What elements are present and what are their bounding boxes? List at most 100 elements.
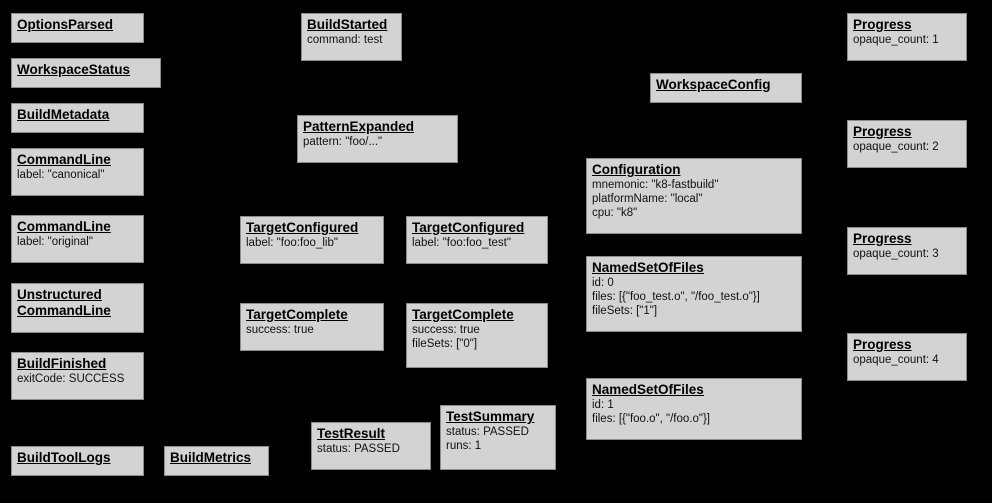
node-title: TargetComplete: [412, 307, 542, 323]
node-field: opaque_count: 1: [853, 34, 939, 46]
node-field: status: PASSED: [317, 443, 400, 455]
node-fields: label: "canonical": [17, 168, 138, 182]
node-field: label: "canonical": [17, 169, 105, 181]
node-fields: exitCode: SUCCESS: [17, 372, 138, 386]
node-title-line: BuildFinished: [17, 356, 107, 371]
node-title: TargetConfigured: [412, 220, 542, 236]
node-fields: mnemonic: "k8-fastbuild" platformName: "l…: [592, 178, 796, 220]
node-title: Progress: [853, 124, 961, 140]
node-fields: label: "original": [17, 235, 138, 249]
node-named-set-of-files-1[interactable]: NamedSetOfFiles id: 1 files: [{"foo.o", "/…: [586, 378, 802, 440]
node-title-line: BuildMetrics: [170, 450, 252, 465]
node-field: files: [{"foo.o", "/foo.o"}]: [592, 413, 710, 425]
node-title: TargetConfigured: [246, 220, 378, 236]
node-title: BuildToolLogs: [17, 450, 138, 466]
node-fields: status: PASSED: [317, 442, 425, 456]
node-build-tool-logs[interactable]: BuildToolLogs: [11, 446, 144, 476]
node-workspace-config[interactable]: WorkspaceConfig: [650, 73, 802, 103]
node-title-line: Progress: [853, 124, 912, 139]
node-build-metadata[interactable]: BuildMetadata: [11, 103, 144, 133]
node-field: success: true: [412, 324, 480, 336]
node-fields: opaque_count: 1: [853, 33, 961, 47]
node-field: files: [{"foo_test.o", "/foo_test.o"}]: [592, 291, 760, 303]
node-title-line: OptionsParsed: [17, 17, 114, 32]
node-title: BuildMetadata: [17, 107, 138, 123]
node-title: NamedSetOfFiles: [592, 260, 796, 276]
node-field: opaque_count: 4: [853, 354, 939, 366]
node-target-complete-foo-test[interactable]: TargetComplete success: true fileSets: ["0…: [406, 303, 548, 368]
node-field: runs: 1: [446, 440, 482, 452]
node-title: PatternExpanded: [303, 119, 452, 135]
node-title-line: TargetComplete: [412, 307, 514, 322]
node-title-line: Unstructured: [17, 287, 102, 302]
node-field: command: test: [307, 34, 383, 46]
node-field: id: 1: [592, 399, 614, 411]
node-fields: command: test: [307, 33, 396, 47]
node-title-line: Progress: [853, 17, 912, 32]
node-command-line-canonical[interactable]: CommandLine label: "canonical": [11, 148, 144, 196]
node-build-started[interactable]: BuildStarted command: test: [301, 13, 402, 61]
node-fields: label: "foo:foo_lib": [246, 236, 378, 250]
node-title: Progress: [853, 231, 961, 247]
node-fields: label: "foo:foo_test": [412, 236, 542, 250]
node-title: CommandLine: [17, 219, 138, 235]
node-field: platformName: "local": [592, 193, 703, 205]
node-field: mnemonic: "k8-fastbuild": [592, 179, 719, 191]
node-title: Configuration: [592, 162, 796, 178]
node-title-line: PatternExpanded: [303, 119, 415, 134]
node-title-line: NamedSetOfFiles: [592, 260, 704, 275]
node-title: WorkspaceStatus: [17, 62, 155, 78]
node-title-line: TargetConfigured: [246, 220, 359, 235]
node-title-line: CommandLine: [17, 219, 111, 234]
node-fields: id: 1 files: [{"foo.o", "/foo.o"}]: [592, 398, 796, 426]
node-title: Progress: [853, 17, 961, 33]
node-fields: opaque_count: 3: [853, 247, 961, 261]
node-title-line: BuildMetadata: [17, 107, 110, 122]
node-title: Progress: [853, 337, 961, 353]
node-title: WorkspaceConfig: [656, 77, 796, 93]
node-named-set-of-files-0[interactable]: NamedSetOfFiles id: 0 files: [{"foo_test.o…: [586, 256, 802, 332]
node-title: NamedSetOfFiles: [592, 382, 796, 398]
node-progress-1[interactable]: Progress opaque_count: 1: [847, 13, 967, 61]
node-title: CommandLine: [17, 152, 138, 168]
node-title: TestSummary: [446, 409, 550, 425]
node-fields: pattern: "foo/...": [303, 135, 452, 149]
node-title-line: BuildToolLogs: [17, 450, 111, 465]
node-workspace-status[interactable]: WorkspaceStatus: [11, 58, 161, 88]
node-field: id: 0: [592, 277, 614, 289]
node-title: TargetComplete: [246, 307, 378, 323]
node-title: BuildMetrics: [170, 450, 263, 466]
node-field: label: "foo:foo_lib": [246, 237, 338, 249]
node-title-line: BuildStarted: [307, 17, 388, 32]
node-field: cpu: "k8": [592, 207, 638, 219]
node-title: BuildFinished: [17, 356, 138, 372]
node-build-metrics[interactable]: BuildMetrics: [164, 446, 269, 476]
node-title: TestResult: [317, 426, 425, 442]
node-title-line: TestSummary: [446, 409, 535, 424]
node-fields: opaque_count: 2: [853, 140, 961, 154]
node-target-configured-foo-lib[interactable]: TargetConfigured label: "foo:foo_lib": [240, 216, 384, 264]
node-pattern-expanded[interactable]: PatternExpanded pattern: "foo/...": [297, 115, 458, 163]
node-title-line: NamedSetOfFiles: [592, 382, 704, 397]
node-field: fileSets: ["1"]: [592, 305, 658, 317]
node-options-parsed[interactable]: OptionsParsed: [11, 13, 144, 43]
node-title: BuildStarted: [307, 17, 396, 33]
node-field: pattern: "foo/...": [303, 136, 383, 148]
node-title-line: CommandLine: [17, 152, 111, 167]
node-field: fileSets: ["0"]: [412, 338, 478, 350]
node-fields: success: true fileSets: ["0"]: [412, 323, 542, 351]
